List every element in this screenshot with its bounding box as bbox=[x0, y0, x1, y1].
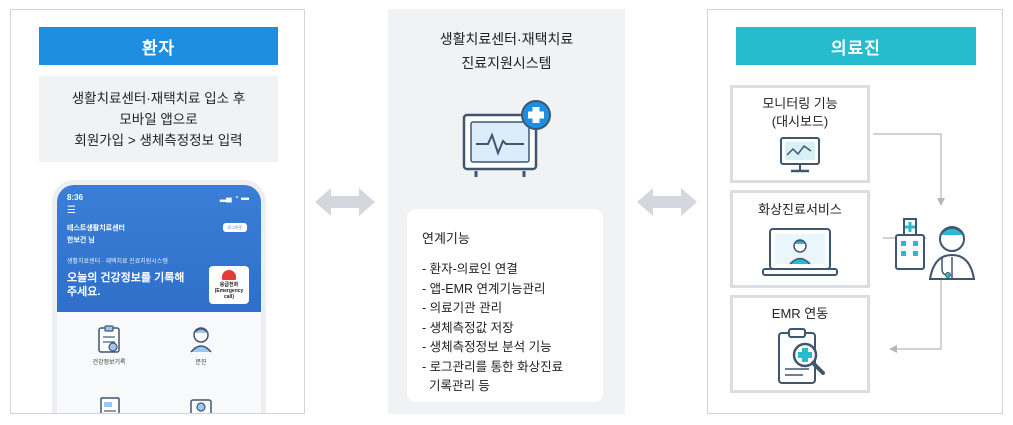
medical-panel: 의료진 모니터링 기능 (대시보드) 화상진료서비스 bbox=[707, 9, 1003, 414]
medical-staff-icon bbox=[895, 218, 976, 280]
service-label: 화상진료서비스 bbox=[758, 202, 842, 217]
feature-item: - 로그관리를 통한 화상진료 bbox=[422, 359, 564, 374]
patient-description-line: 회원가입 > 생체측정정보 입력 bbox=[74, 132, 243, 148]
app-greeting: 오늘의 건강정보를 기록해주세요. bbox=[67, 272, 185, 298]
patient-description-line: 모바일 앱으로 bbox=[119, 111, 198, 127]
feature-item: - 생체측정정보 분석 기능 bbox=[422, 340, 552, 354]
document-icon bbox=[100, 397, 120, 413]
app-tile-interview: 문진 bbox=[171, 324, 231, 366]
service-monitoring: 모니터링 기능 (대시보드) bbox=[730, 85, 870, 183]
emergency-label-en: (Emergency call) bbox=[214, 288, 244, 300]
features-list: - 환자-의료인 연결 - 앱-EMR 연계기능관리 - 의료기관 관리 - 생… bbox=[422, 260, 603, 397]
service-label: (대시보드) bbox=[771, 114, 829, 129]
mobile-app-phone: 8:36 ▂▄ ◔ ▬ ☰ 로그아웃 테스트생활치료센터 한보건 님 생활치료센… bbox=[52, 180, 266, 413]
feature-item: 기록관리 등 bbox=[422, 379, 490, 393]
feature-item: - 의료기관 관리 bbox=[422, 301, 503, 315]
status-icons: ▂▄ ◔ ▬ bbox=[219, 193, 249, 202]
hamburger-menu-icon: ☰ bbox=[67, 205, 76, 216]
features-box: 연계기능 - 환자-의료인 연결 - 앱-EMR 연계기능관리 - 의료기관 관… bbox=[407, 209, 603, 402]
system-panel: 생활치료센터·재택치료 진료지원시스템 연계기능 - 환자-의료인 연결 - 앱… bbox=[388, 9, 625, 414]
app-system-name: 생활치료센터 · 재택치료 진료지원시스템 bbox=[67, 259, 168, 265]
dashboard-monitor-icon bbox=[780, 137, 820, 173]
system-title-line: 생활치료센터·재택치료 bbox=[439, 31, 574, 47]
app-menu-grid: 건강정보기록 문진 bbox=[57, 312, 261, 413]
doctor-head-icon bbox=[190, 327, 212, 353]
patient-header: 환자 bbox=[39, 27, 278, 65]
medical-header: 의료진 bbox=[736, 27, 976, 65]
feature-item: - 생체측정값 저장 bbox=[422, 320, 514, 335]
features-title: 연계기능 bbox=[422, 231, 470, 246]
system-title-line: 진료지원시스템 bbox=[461, 55, 552, 71]
feature-item: - 앱-EMR 연계기능관리 bbox=[422, 281, 546, 296]
app-tile-video bbox=[171, 394, 231, 413]
service-label: EMR 연동 bbox=[771, 306, 829, 321]
video-consult-laptop-icon bbox=[762, 228, 838, 276]
service-emr: EMR 연동 bbox=[730, 295, 870, 393]
video-doctor-icon bbox=[190, 399, 212, 413]
app-tile-label: 건강정보기록 bbox=[92, 360, 126, 366]
service-video-consult: 화상진료서비스 bbox=[730, 190, 870, 288]
app-center-name: 테스트생활치료센터 bbox=[67, 225, 125, 232]
app-user-name: 한보건 님 bbox=[67, 237, 95, 244]
emergency-call-card: 응급전화 (Emergency call) bbox=[209, 266, 249, 304]
logout-pill: 로그아웃 bbox=[223, 223, 247, 232]
bidirectional-arrow-icon bbox=[315, 188, 375, 216]
feature-item: - 환자-의료인 연결 bbox=[422, 262, 518, 276]
system-title: 생활치료센터·재택치료 진료지원시스템 bbox=[388, 27, 625, 75]
app-tile-document bbox=[79, 394, 139, 413]
patient-description: 생활치료센터·재택치료 입소 후 모바일 앱으로 회원가입 > 생체측정정보 입… bbox=[39, 76, 278, 162]
service-label: 모니터링 기능 bbox=[762, 96, 838, 111]
emergency-label: 응급전화 bbox=[219, 282, 239, 288]
app-tile-label: 문진 bbox=[195, 360, 207, 366]
clipboard-icon bbox=[98, 325, 120, 353]
medical-record-search-icon bbox=[778, 328, 825, 384]
siren-icon bbox=[222, 270, 236, 280]
patient-panel: 환자 생활치료센터·재택치료 입소 후 모바일 앱으로 회원가입 > 생체측정정… bbox=[10, 9, 305, 414]
app-tile-health-record: 건강정보기록 bbox=[79, 324, 139, 366]
app-header: 8:36 ▂▄ ◔ ▬ ☰ 로그아웃 테스트생활치료센터 한보건 님 생활치료센… bbox=[57, 185, 261, 312]
phone-time: 8:36 bbox=[67, 193, 84, 202]
medical-monitor-icon bbox=[462, 100, 551, 177]
bidirectional-arrow-icon bbox=[637, 188, 697, 216]
patient-description-line: 생활치료센터·재택치료 입소 후 bbox=[71, 90, 246, 106]
